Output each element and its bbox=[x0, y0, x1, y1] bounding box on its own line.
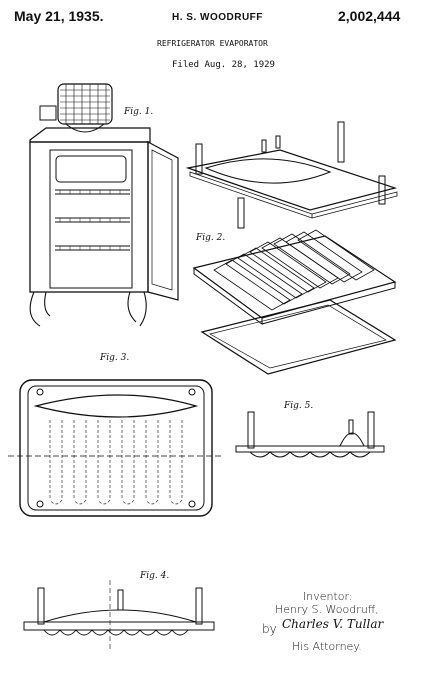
inventor-label: Inventor: bbox=[303, 590, 353, 603]
figure-4-section: Fig. 4. bbox=[23, 571, 215, 650]
evaporator-plate bbox=[185, 121, 398, 229]
svg-text:Fig. 1.: Fig. 1. bbox=[123, 107, 153, 117]
figure-5-section: Fig. 5. bbox=[235, 401, 385, 458]
svg-text:Fig. 5.: Fig. 5. bbox=[283, 401, 313, 411]
svg-text:Fig. 2.: Fig. 2. bbox=[195, 233, 225, 243]
filed-date: Filed Aug. 28, 1929 bbox=[172, 60, 275, 70]
svg-text:Fig. 4.: Fig. 4. bbox=[139, 571, 169, 581]
figure-2-plates: Fig. 2. bbox=[192, 229, 397, 375]
figure-1-refrigerator: Fig. 1. bbox=[29, 83, 179, 327]
patent-title: REFRIGERATOR EVAPORATOR bbox=[157, 39, 268, 48]
by-label: by bbox=[262, 622, 277, 636]
figure-3-plan: Fig. 3. bbox=[8, 353, 222, 517]
patent-number: 2,002,444 bbox=[338, 8, 401, 24]
attorney-signature: Charles V. Tullar bbox=[282, 617, 384, 631]
inventor-name: Henry S. Woodruff, bbox=[275, 603, 379, 616]
inventor-header: H. S. WOODRUFF bbox=[172, 12, 263, 23]
patent-date: May 21, 1935. bbox=[14, 8, 104, 24]
svg-text:Fig. 3.: Fig. 3. bbox=[99, 353, 129, 363]
attorney-label: His Attorney. bbox=[292, 640, 362, 653]
